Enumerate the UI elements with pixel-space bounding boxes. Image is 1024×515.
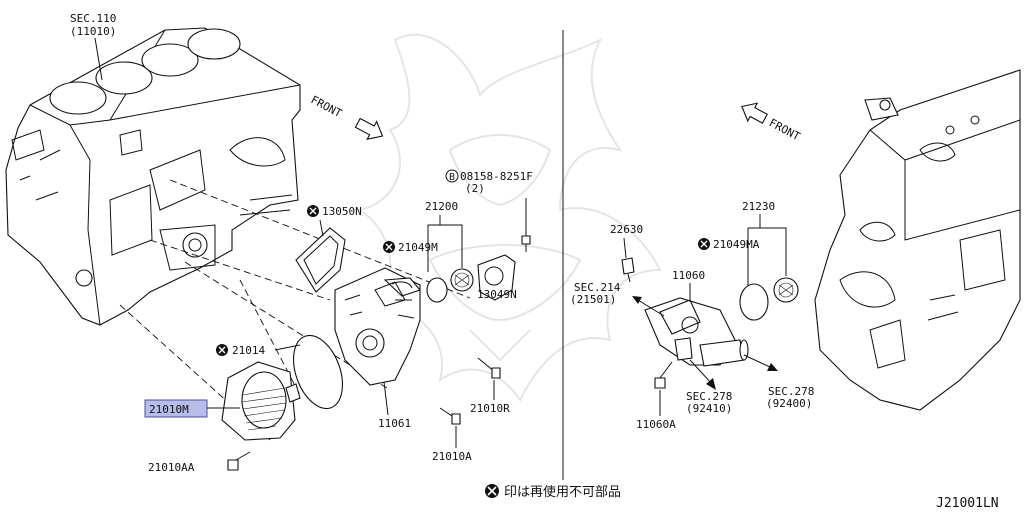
label-21010m[interactable]: 21010M bbox=[149, 403, 189, 416]
label-22630: 22630 bbox=[610, 223, 643, 236]
cylinder-block-drawing bbox=[5, 27, 301, 326]
watermark-emblem bbox=[357, 33, 662, 402]
o-ring-21049m bbox=[426, 277, 448, 303]
label-21049ma: 21049MA bbox=[713, 238, 760, 251]
front-arrow-left: FRONT bbox=[309, 93, 384, 141]
gasket-21014 bbox=[293, 334, 343, 410]
gasket-13050n bbox=[295, 227, 346, 293]
label-sec110-line2: (11010) bbox=[70, 25, 116, 38]
label-11060a: 11060A bbox=[636, 418, 676, 431]
label-08158: 08158-8251F bbox=[460, 170, 533, 183]
label-sec214-line1: SEC.214 bbox=[574, 281, 621, 294]
label-21010a: 21010A bbox=[432, 450, 472, 463]
o-ring-21049ma bbox=[739, 283, 769, 321]
label-sec110-line1: SEC.110 bbox=[70, 12, 116, 25]
label-21014: 21014 bbox=[232, 344, 265, 357]
bolt-21010a bbox=[439, 407, 461, 425]
bolt-08158 bbox=[521, 198, 531, 252]
water-pump-21010m bbox=[221, 361, 301, 441]
front-label-right: FRONT bbox=[767, 116, 803, 143]
water-pump-housing-11061 bbox=[334, 267, 421, 386]
label-21010r: 21010R bbox=[470, 402, 510, 415]
bolt-21010r bbox=[477, 357, 501, 379]
label-sec278b-line2: (92400) bbox=[766, 397, 812, 410]
bolt-11060a bbox=[654, 361, 673, 389]
label-11061: 11061 bbox=[378, 417, 411, 430]
bolt-21010aa bbox=[227, 451, 251, 471]
water-outlet-11060 bbox=[644, 297, 749, 367]
label-sec278a-line1: SEC.278 bbox=[686, 390, 732, 403]
temp-sensor-22630 bbox=[621, 257, 635, 283]
label-13050n: 13050N bbox=[322, 205, 362, 218]
label-21200: 21200 bbox=[425, 200, 458, 213]
label-21010aa: 21010AA bbox=[148, 461, 195, 474]
diagram-id: J21001LN bbox=[936, 496, 999, 511]
label-11060: 11060 bbox=[672, 269, 705, 282]
front-arrow-right: FRONT bbox=[741, 102, 803, 143]
bolt-prefix-circle bbox=[445, 169, 459, 183]
label-08158-prefix: B bbox=[449, 172, 455, 183]
thermostat-cover-13049n bbox=[477, 254, 516, 301]
thermostat-21230 bbox=[773, 277, 799, 303]
label-13049n: 13049N bbox=[477, 288, 517, 301]
label-sec278a-line2: (92410) bbox=[686, 402, 732, 415]
label-sec214-line2: (21501) bbox=[570, 293, 616, 306]
engine-head-drawing bbox=[814, 69, 1021, 411]
label-21230: 21230 bbox=[742, 200, 775, 213]
thermostat-21200 bbox=[450, 268, 474, 292]
legend-text: 印は再使用不可部品 bbox=[504, 484, 621, 500]
label-sec278b-line1: SEC.278 bbox=[768, 385, 814, 398]
label-08158-qty: (2) bbox=[465, 182, 485, 195]
front-label-left: FRONT bbox=[309, 93, 345, 120]
label-21049m: 21049M bbox=[398, 241, 438, 254]
